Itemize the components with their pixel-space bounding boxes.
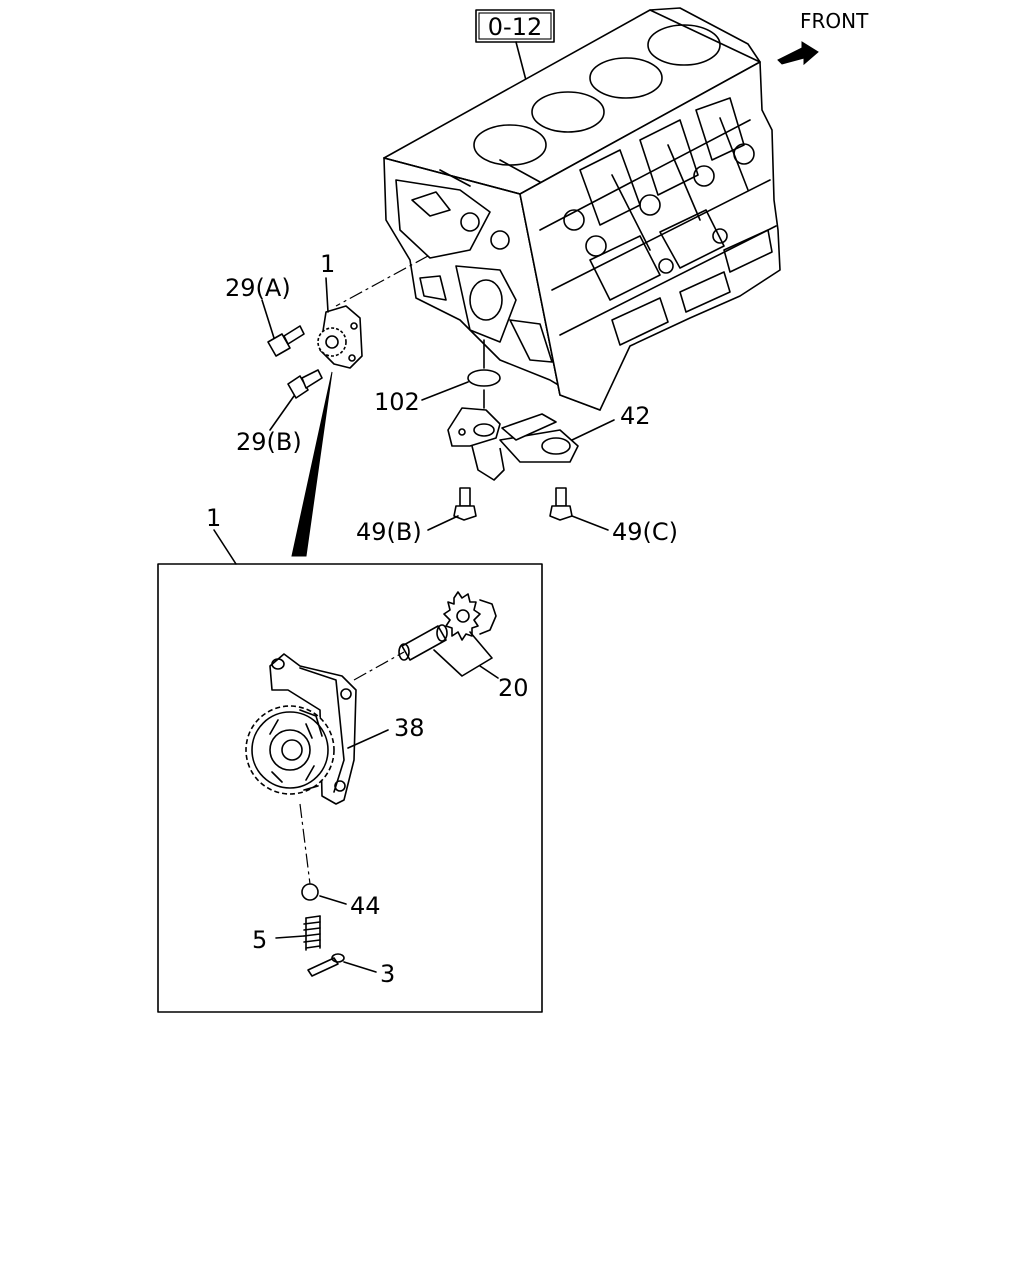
- o-ring-102[interactable]: [467, 369, 501, 387]
- shaft-gear-20[interactable]: [398, 591, 497, 661]
- spring-5[interactable]: [303, 915, 321, 951]
- bolt-49b[interactable]: [453, 487, 477, 521]
- callout-5: 5: [252, 926, 267, 954]
- callout-20: 20: [498, 674, 529, 702]
- callout-102: 102: [374, 388, 420, 416]
- drive-gear[interactable]: [245, 705, 335, 795]
- pump-body-38[interactable]: [269, 653, 357, 805]
- split-pin-3[interactable]: [307, 953, 345, 977]
- callout-3: 3: [380, 960, 395, 988]
- oil-pump-assembly-small[interactable]: [317, 305, 363, 369]
- callout-29b: 29(B): [236, 428, 302, 456]
- callout-49c: 49(C): [612, 518, 678, 546]
- callout-42: 42: [620, 402, 651, 430]
- bolt-29a[interactable]: [267, 325, 305, 357]
- callout-1-detail: 1: [206, 504, 221, 532]
- bolt-29b[interactable]: [287, 369, 323, 399]
- callout-1-top: 1: [320, 250, 335, 278]
- callout-44: 44: [350, 892, 381, 920]
- callout-29a: 29(A): [225, 274, 291, 302]
- detail-pointer: [291, 371, 333, 557]
- detail-box: [157, 563, 543, 1013]
- callout-38: 38: [394, 714, 425, 742]
- section-reference-label: 0-12: [488, 13, 542, 41]
- bolt-49c[interactable]: [549, 487, 573, 521]
- arrow-right-icon: [777, 41, 819, 66]
- ball-44[interactable]: [301, 883, 319, 901]
- engine-block: [383, 7, 781, 411]
- section-reference[interactable]: 0-12: [475, 9, 555, 89]
- callout-49b: 49(B): [356, 518, 422, 546]
- front-label: FRONT: [800, 9, 869, 33]
- oil-strainer-42[interactable]: [447, 407, 579, 481]
